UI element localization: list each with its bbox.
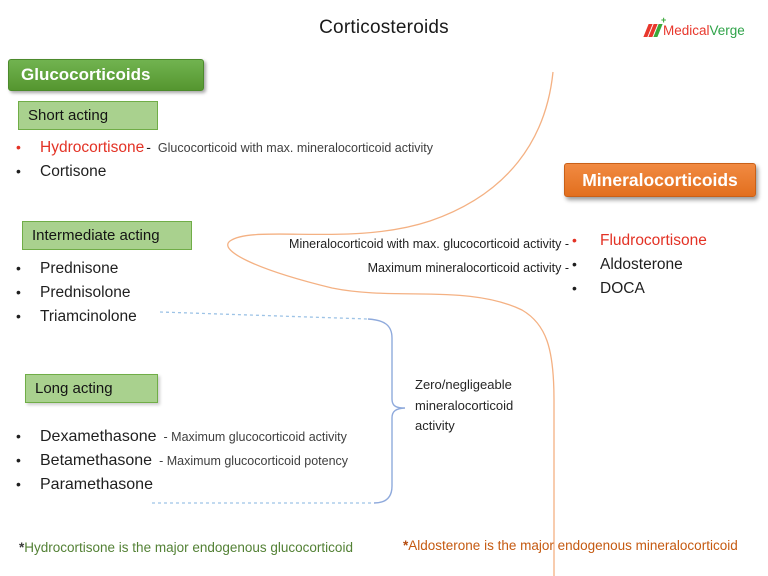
drug-name: Hydrocortisone	[40, 139, 145, 156]
blue-bracket	[367, 318, 406, 504]
logo-text-verge: Verge	[709, 22, 745, 38]
list-item: Aldosterone	[572, 256, 707, 280]
bullet-icon	[572, 232, 600, 248]
asterisk: *	[403, 538, 409, 553]
short-acting-label-box: Short acting	[18, 101, 158, 130]
bullet-icon	[572, 280, 600, 296]
long-acting-list: Dexamethasone - Maximum glucocorticoid a…	[16, 428, 348, 500]
drug-name: Fludrocortisone	[600, 232, 707, 249]
triple-slash-logo-icon: +	[643, 16, 666, 37]
bullet-icon	[572, 256, 600, 272]
drug-name: Paramethasone	[40, 476, 153, 493]
dash-separator: -	[146, 139, 151, 155]
intermediate-acting-list: Prednisone Prednisolone Triamcinolone	[16, 260, 137, 332]
mineralocorticoids-header: Mineralocorticoids	[564, 163, 756, 197]
list-item: Hydrocortisone - Glucocorticoid with max…	[16, 139, 433, 163]
drug-name: Prednisone	[40, 260, 119, 277]
footnote-mineralocorticoid: *Aldosterone is the major endogenous min…	[403, 538, 738, 553]
list-item: Cortisone	[16, 163, 433, 187]
drug-name: Dexamethasone	[40, 428, 157, 445]
list-item: Prednisone	[16, 260, 137, 284]
drug-name: Prednisolone	[40, 284, 131, 301]
list-item: Paramethasone	[16, 476, 348, 500]
list-item: Prednisolone	[16, 284, 137, 308]
bullet-icon	[16, 308, 40, 324]
annotation-line: Mineralocorticoid with max. glucocortico…	[289, 237, 569, 251]
drug-name: Betamethasone	[40, 452, 153, 469]
intermediate-acting-label-box: Intermediate acting	[22, 221, 192, 250]
footnote-glucocorticoid: *Hydrocortisone is the major endogenous …	[19, 540, 353, 555]
footnote-text: Aldosterone is the major endogenous mine…	[408, 538, 738, 553]
drug-note: - Maximum glucocorticoid potency	[159, 454, 349, 468]
list-item: Fludrocortisone	[572, 232, 707, 256]
bullet-icon	[16, 476, 40, 492]
drug-name: Cortisone	[40, 163, 107, 180]
long-acting-label-box: Long acting	[25, 374, 158, 403]
mineralocorticoid-annotations: Mineralocorticoid with max. glucocortico…	[289, 232, 569, 280]
drug-name: DOCA	[600, 280, 645, 297]
drug-name: Triamcinolone	[40, 308, 137, 325]
bullet-icon	[16, 139, 40, 155]
bullet-icon	[16, 260, 40, 276]
bullet-icon	[16, 163, 40, 179]
plus-cross-icon: +	[661, 15, 667, 25]
list-item: Betamethasone - Maximum glucocorticoid p…	[16, 452, 348, 476]
glucocorticoids-header: Glucocorticoids	[8, 59, 204, 91]
list-item: DOCA	[572, 280, 707, 304]
list-item: Dexamethasone - Maximum glucocorticoid a…	[16, 428, 348, 452]
bracket-top-dashed-line	[159, 311, 369, 320]
list-item: Triamcinolone	[16, 308, 137, 332]
bullet-icon	[16, 284, 40, 300]
bullet-icon	[16, 452, 40, 468]
asterisk: *	[19, 540, 25, 555]
short-acting-list: Hydrocortisone - Glucocorticoid with max…	[16, 139, 433, 187]
drug-note: Glucocorticoid with max. mineralocortico…	[157, 141, 434, 155]
bracket-note: Zero/negligeable mineralocorticoid activ…	[415, 377, 514, 433]
footnote-text: Hydrocortisone is the major endogenous g…	[24, 540, 353, 555]
logo-text-medical: Medical	[663, 22, 710, 38]
annotation-line: Maximum mineralocorticoid activity -	[367, 261, 569, 275]
page-title: Corticosteroids	[319, 17, 449, 38]
bullet-icon	[16, 428, 40, 444]
mineralocorticoids-list: Fludrocortisone Aldosterone DOCA	[572, 232, 707, 304]
drug-note: - Maximum glucocorticoid activity	[163, 430, 347, 444]
medicalverge-logo: + Medical Verge	[643, 16, 745, 39]
drug-name: Aldosterone	[600, 256, 683, 273]
